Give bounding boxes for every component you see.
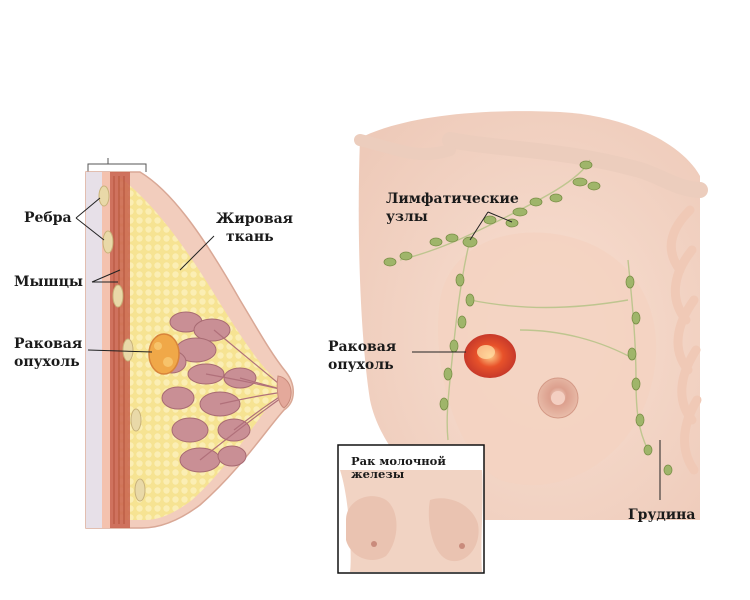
label-tumor-right: Раковая опухоль — [328, 338, 396, 374]
leader-lines-left — [75, 197, 215, 353]
label-tumor-right-line1: Раковая — [328, 339, 397, 355]
label-lymph-line1: Лимфатические — [386, 191, 519, 207]
label-tumor-left-line1: Раковая — [14, 336, 83, 352]
label-ribs: Ребра — [24, 210, 72, 226]
inset-title-line2: железы — [351, 467, 405, 481]
label-muscles: Мышцы — [14, 274, 83, 290]
label-tumor-right-line2: опухоль — [328, 357, 394, 373]
leader-lines-right — [412, 211, 661, 500]
label-fat-tissue: Жировая ткань — [216, 210, 293, 246]
cross-section — [85, 158, 294, 529]
label-tumor-left-line2: опухоль — [14, 354, 80, 370]
label-fat-line2: ткань — [226, 229, 274, 245]
label-lymph-line2: узлы — [386, 209, 428, 225]
inset-title: Рак молочной железы — [351, 455, 446, 481]
label-sternum: Грудина — [628, 507, 696, 523]
front-view — [354, 111, 708, 520]
label-fat-line1: Жировая — [216, 211, 294, 227]
label-tumor-left: Раковая опухоль — [14, 335, 82, 371]
inset-title-line1: Рак молочной — [351, 454, 446, 468]
inset-figure — [337, 444, 485, 574]
label-lymph-nodes: Лимфатические узлы — [386, 190, 519, 226]
